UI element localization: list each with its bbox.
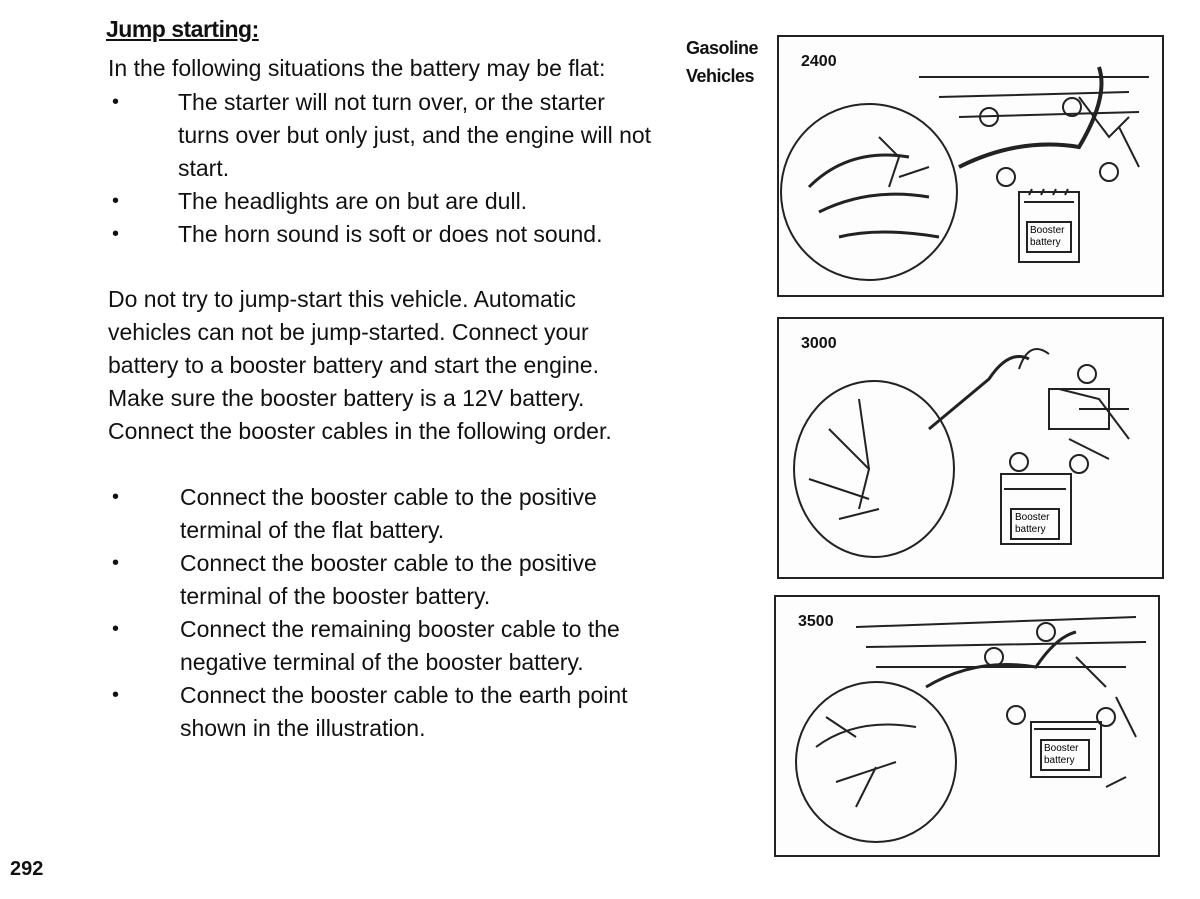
bullet-icon: • bbox=[112, 190, 120, 212]
steps-list: • Connect the booster cable to the posit… bbox=[0, 481, 630, 745]
page-number: 292 bbox=[10, 858, 44, 880]
list-item: • The starter will not turn over, or the… bbox=[0, 86, 658, 185]
engine-code: 3500 bbox=[798, 613, 834, 630]
bullet-icon: • bbox=[112, 684, 120, 706]
list-item: • Connect the booster cable to the posit… bbox=[0, 481, 630, 547]
step-text: Connect the booster cable to the positiv… bbox=[180, 484, 597, 543]
step-text: Connect the remaining booster cable to t… bbox=[180, 616, 620, 675]
symptom-text: The horn sound is soft or does not sound… bbox=[178, 221, 603, 247]
list-item: • Connect the remaining booster cable to… bbox=[0, 613, 630, 679]
intro-text: In the following situations the battery … bbox=[108, 55, 606, 81]
figure-3500: Booster battery 3500 bbox=[774, 595, 1160, 857]
instruction-paragraph: Do not try to jump-start this vehicle. A… bbox=[108, 286, 612, 444]
vehicle-type-line2: Vehicles bbox=[686, 66, 755, 86]
list-item: • The headlights are on but are dull. bbox=[0, 185, 658, 218]
bullet-icon: • bbox=[112, 486, 120, 508]
list-item: • Connect the booster cable to the posit… bbox=[0, 547, 630, 613]
vehicle-type-label: Gasoline Vehicles bbox=[686, 34, 759, 90]
list-item: • The horn sound is soft or does not sou… bbox=[0, 218, 658, 251]
booster-battery-label: battery bbox=[1015, 524, 1046, 535]
step-text: Connect the booster cable to the positiv… bbox=[180, 550, 597, 609]
engine-illustration: Booster battery bbox=[780, 66, 1149, 281]
figure-2400: Booster battery 2400 bbox=[777, 35, 1164, 297]
bullet-icon: • bbox=[112, 618, 120, 640]
symptom-text: The starter will not turn over, or the s… bbox=[178, 89, 652, 181]
symptom-text: The headlights are on but are dull. bbox=[178, 188, 528, 214]
section-title: Jump starting: bbox=[106, 16, 259, 42]
list-item: • Connect the booster cable to the earth… bbox=[0, 679, 630, 745]
booster-battery-label: Booster bbox=[1030, 225, 1065, 236]
bullet-icon: • bbox=[112, 223, 120, 245]
engine-code: 2400 bbox=[801, 53, 837, 70]
bullet-icon: • bbox=[112, 552, 120, 574]
engine-code: 3000 bbox=[801, 335, 837, 352]
booster-battery-label: Booster bbox=[1015, 512, 1050, 523]
step-text: Connect the booster cable to the earth p… bbox=[180, 682, 628, 741]
figure-3000: Booster battery 3000 bbox=[777, 317, 1164, 579]
booster-battery-label: Booster bbox=[1044, 743, 1079, 754]
symptom-list: • The starter will not turn over, or the… bbox=[0, 86, 658, 251]
bullet-icon: • bbox=[112, 91, 120, 113]
booster-battery-label: battery bbox=[1044, 755, 1075, 766]
booster-battery-label: battery bbox=[1030, 237, 1061, 248]
engine-illustration: Booster battery bbox=[795, 616, 1147, 843]
vehicle-type-line1: Gasoline bbox=[686, 38, 759, 58]
engine-illustration: Booster battery bbox=[793, 348, 1130, 558]
